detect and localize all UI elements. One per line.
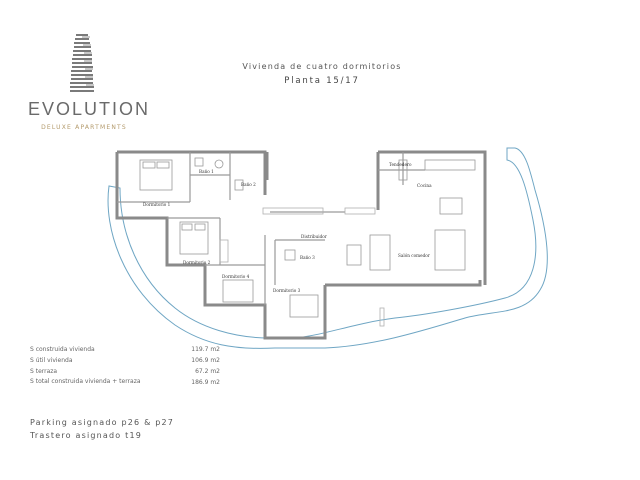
room-bano-3: Baño 3 [300,255,315,260]
stat-row: S construida vivienda 119.7 m2 [30,346,220,357]
stat-label: S útil vivienda [30,357,73,364]
room-cocina: Cocina [417,183,432,188]
stat-label: S construida vivienda [30,346,95,353]
brand-name: EVOLUTION [28,99,151,119]
stat-value: 119.7 m2 [191,346,220,353]
room-distribuidor: Distribuidor [301,234,327,239]
stat-label: S terraza [30,368,58,375]
wall-left-block [117,150,267,195]
floor-plan: Dormitorio 1 Baño 1 Baño 2 Dormitorio 2 … [107,147,548,349]
tower-logo-icon [70,34,94,92]
surface-stats: S construida vivienda 119.7 m2 S útil vi… [30,346,220,395]
storage-assignment: Trastero asignado t19 [30,431,143,440]
stat-row: S terraza 67.2 m2 [30,368,220,379]
brand-subtitle: DELUXE APARTMENTS [41,124,127,131]
room-tendedero: Tendedero [389,162,412,167]
room-bano-1: Baño 1 [199,169,214,174]
stat-row: S total construida vivienda + terraza 18… [30,379,220,395]
room-bano-2: Baño 2 [241,182,256,187]
stat-row: S útil vivienda 106.9 m2 [30,357,220,368]
room-dormitorio-4: Dormitorio 4 [222,274,250,279]
room-salon-comedor: Salón comedor [398,253,430,258]
stat-value: 67.2 m2 [195,368,220,375]
stat-value: 186.9 m2 [191,379,220,386]
stat-value: 106.9 m2 [191,357,220,364]
room-dormitorio-3: Dormitorio 3 [273,288,301,293]
terrace-outline [107,147,548,349]
stat-label: S total construida vivienda + terraza [30,378,141,385]
parking-assignment: Parking asignado p26 & p27 [30,418,175,427]
page-title: Vivienda de cuatro dormitorios [242,62,402,71]
room-dormitorio-2: Dormitorio 2 [183,260,211,265]
floor-label: Planta 15/17 [284,76,360,86]
room-dormitorio-1: Dormitorio 1 [143,202,171,207]
